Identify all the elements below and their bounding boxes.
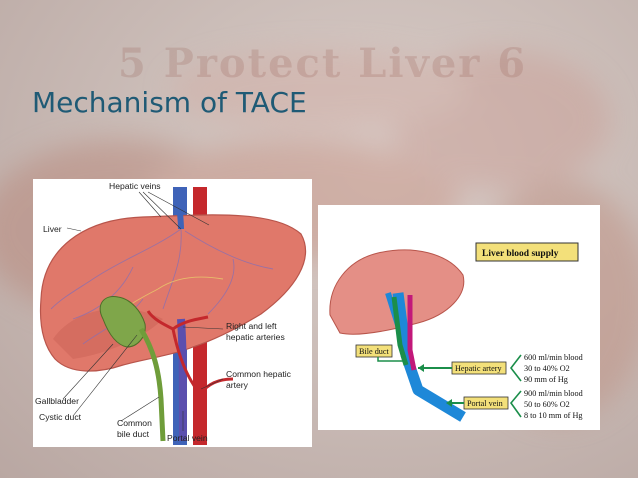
supply-title: Liver blood supply bbox=[482, 249, 559, 259]
label-portal-vein-schematic: Portal vein bbox=[467, 399, 503, 408]
portal-vein-stat-2: 50 to 60% O2 bbox=[524, 400, 570, 409]
watermark-text: 5 Protect Liver 6 bbox=[118, 40, 528, 87]
schematic-liver bbox=[329, 249, 465, 335]
label-cystic-duct: Cystic duct bbox=[39, 412, 82, 422]
label-common-bile-1: Common bbox=[117, 418, 152, 428]
label-hepatic-artery: Hepatic artery bbox=[455, 364, 503, 373]
liver-blood-supply-figure: Liver blood supply Bile duct Hepatic art… bbox=[318, 205, 600, 430]
label-hepatic-veins: Hepatic veins bbox=[109, 181, 161, 191]
common-bile-duct bbox=[138, 327, 166, 442]
liver-shape bbox=[39, 214, 306, 372]
schematic-bile-duct bbox=[391, 296, 409, 366]
hepatic-artery-stat-3: 90 mm of Hg bbox=[524, 375, 568, 384]
liver-anatomy-figure: Hepatic veins Liver Right and left hepat… bbox=[33, 179, 312, 447]
schematic-hepatic-artery bbox=[407, 295, 417, 371]
label-common-bile-2: bile duct bbox=[117, 429, 150, 439]
label-arteries-1: Right and left bbox=[226, 321, 277, 331]
gallbladder bbox=[99, 295, 146, 348]
hepatic-artery-stat-2: 30 to 40% O2 bbox=[524, 364, 570, 373]
slide-title: Mechanism of TACE bbox=[32, 86, 307, 119]
label-arteries-2: hepatic arteries bbox=[226, 332, 285, 342]
label-gallbladder: Gallbladder bbox=[35, 396, 79, 406]
portal-vein-stat-3: 8 to 10 mm of Hg bbox=[524, 411, 582, 420]
schematic-portal-vein bbox=[392, 292, 466, 422]
label-common-hepatic-1: Common hepatic bbox=[226, 369, 292, 379]
hepatic-artery-stat-1: 600 ml/min blood bbox=[524, 353, 583, 362]
label-bile-duct: Bile duct bbox=[359, 347, 390, 356]
label-liver: Liver bbox=[43, 224, 62, 234]
label-portal-vein: Portal vein bbox=[167, 433, 208, 443]
portal-vein-stat-1: 900 ml/min blood bbox=[524, 389, 583, 398]
hepatic-arteries bbox=[146, 310, 209, 395]
label-common-hepatic-2: artery bbox=[226, 380, 249, 390]
